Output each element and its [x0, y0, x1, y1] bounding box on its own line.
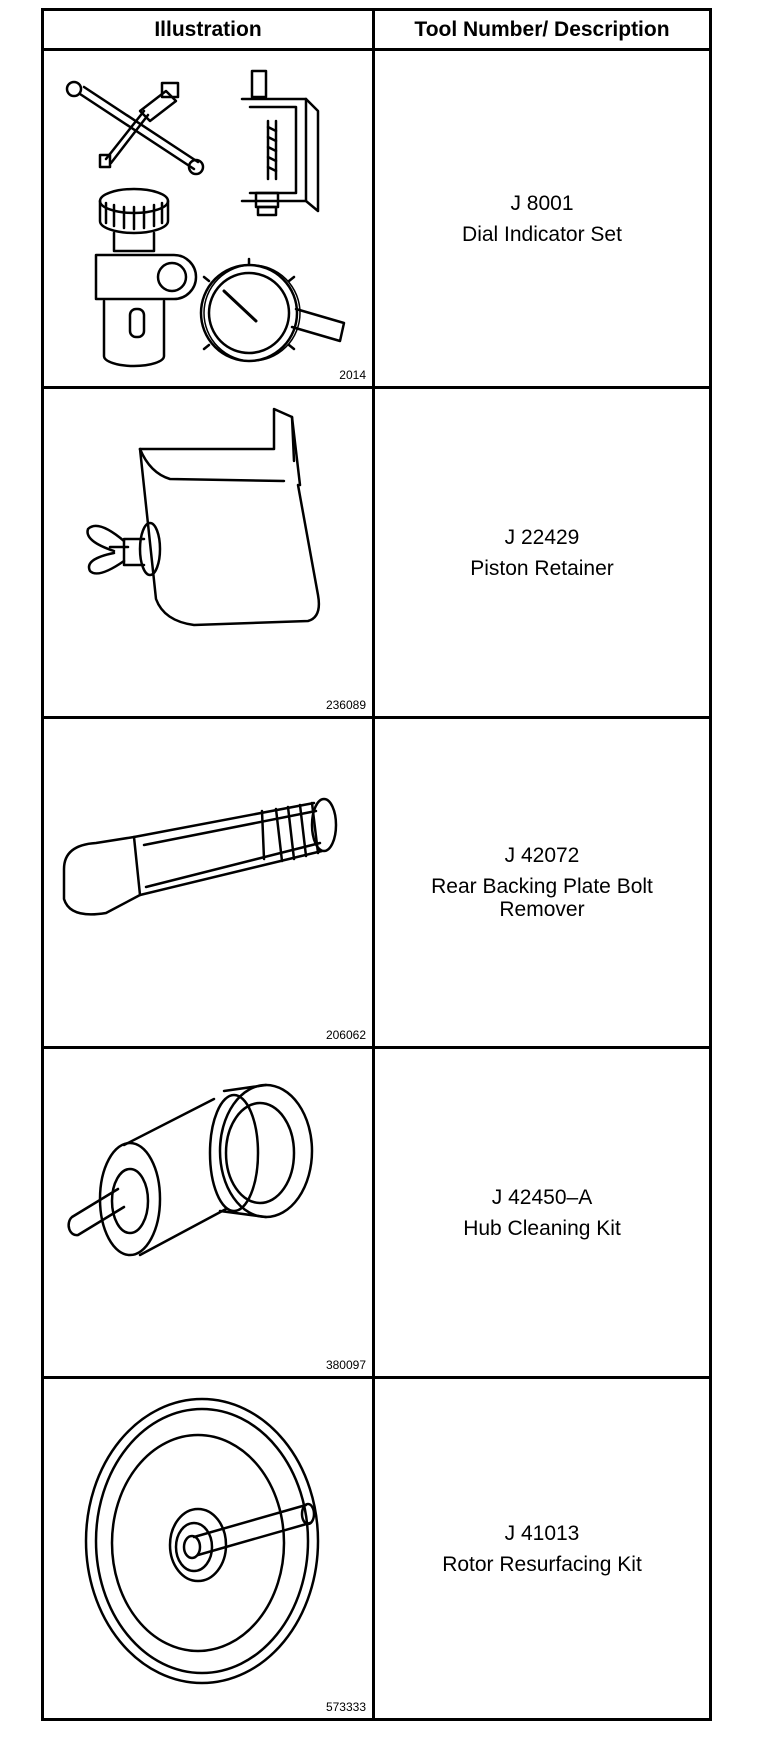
figure-number: 380097	[325, 1358, 366, 1372]
hub-cleaning-kit-icon	[67, 1083, 314, 1257]
description-cell: J 22429 Piston Retainer	[375, 389, 709, 716]
piston-retainer-icon	[86, 407, 321, 627]
table-row: 236089 J 22429 Piston Retainer	[44, 389, 709, 719]
table-row: 573333 J 41013 Rotor Resurfacing Kit	[44, 1379, 709, 1718]
header-tool-description: Tool Number/ Description	[414, 18, 670, 41]
rotor-resurfacing-kit-icon	[84, 1397, 320, 1685]
tool-description: Hub Cleaning Kit	[463, 1216, 621, 1240]
tool-number: J 42072	[504, 844, 580, 867]
tool-description: Rear Backing Plate Bolt Remover	[431, 875, 653, 921]
illustration-cell: 380097	[44, 1049, 375, 1376]
tool-number: J 42450–A	[491, 1185, 593, 1209]
description-cell: J 8001 Dial Indicator Set	[375, 51, 709, 386]
tool-description: Piston Retainer	[470, 556, 614, 580]
tool-number: J 8001	[510, 191, 574, 215]
tool-number: J 22429	[504, 525, 580, 549]
description-cell: J 41013 Rotor Resurfacing Kit	[375, 1379, 709, 1718]
tool-description: Dial Indicator Set	[462, 222, 622, 246]
tool-table: Illustration Tool Number/ Description	[41, 8, 712, 1721]
description-cell: J 42072 Rear Backing Plate Bolt Remover	[375, 719, 709, 1046]
tool-description: Rotor Resurfacing Kit	[442, 1552, 642, 1576]
illustration-cell: 236089	[44, 389, 375, 716]
tool-number: J 41013	[504, 1521, 580, 1545]
figure-number: 2014	[339, 368, 366, 382]
header-illustration: Illustration	[44, 11, 375, 48]
illustration-cell: 573333	[44, 1379, 375, 1718]
table-row: 2014 J 8001 Dial Indicator Set	[44, 51, 709, 389]
table-row: 206062 J 42072 Rear Backing Plate Bolt R…	[44, 719, 709, 1049]
figure-number: 236089	[325, 698, 366, 712]
table-header: Illustration Tool Number/ Description	[44, 11, 709, 51]
figure-number: 573333	[325, 1700, 366, 1714]
illustration-cell: 2014	[44, 51, 375, 386]
illustration-cell: 206062	[44, 719, 375, 1046]
dial-indicator-set-icon	[65, 69, 346, 368]
bolt-remover-icon	[62, 797, 338, 916]
description-cell: J 42450–A Hub Cleaning Kit	[375, 1049, 709, 1376]
table-row: 380097 J 42450–A Hub Cleaning Kit	[44, 1049, 709, 1379]
figure-number: 206062	[325, 1028, 366, 1042]
